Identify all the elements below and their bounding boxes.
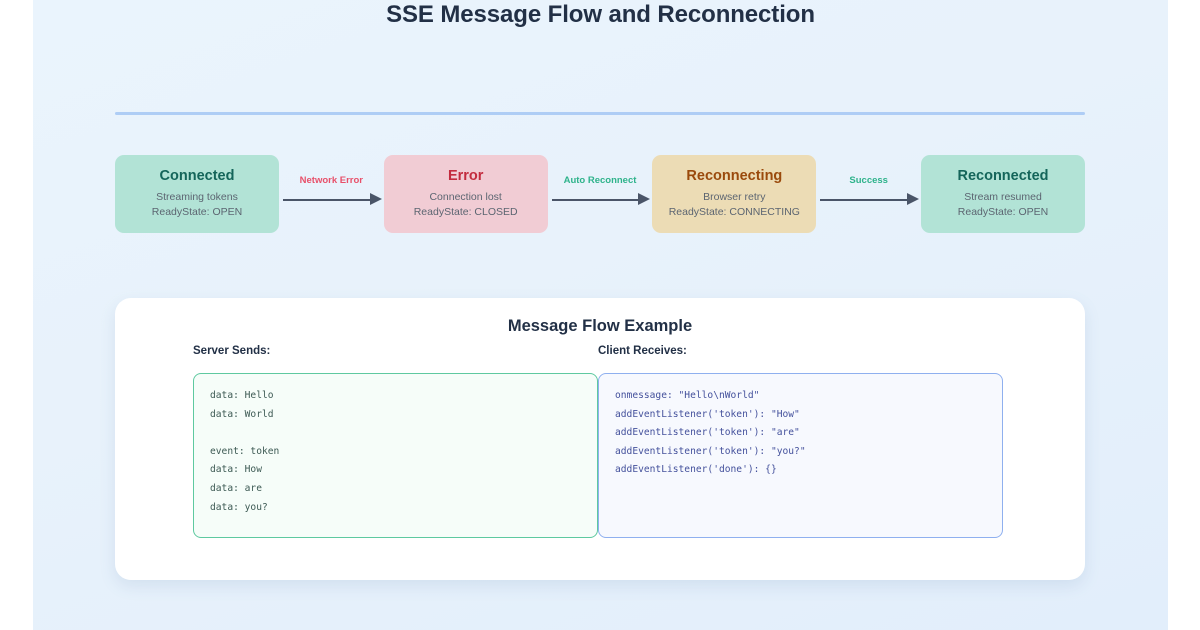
arrow-head-icon [907,193,920,205]
flow-node-reconnecting: Reconnecting Browser retry ReadyState: C… [652,155,817,233]
flow-node-detail: Stream resumed [964,191,1042,203]
flow-arrow-auto-reconnect: Auto Reconnect [548,174,653,214]
flow-arrow-label: Auto Reconnect [563,175,637,186]
flow-node-readystate: ReadyState: OPEN [957,206,1049,218]
flow-node-detail: Streaming tokens [156,191,238,203]
header-divider [115,112,1085,115]
page-title: SSE Message Flow and Reconnection [386,1,815,28]
server-sends-code-block: data: Hello data: World event: token dat… [193,373,598,538]
client-receives-code-block: onmessage: "Hello\nWorld" addEventListen… [598,373,1003,538]
flow-node-title: Reconnected [957,168,1049,184]
card-title: Message Flow Example [507,317,693,335]
flow-node-detail: Browser retry [703,191,766,203]
arrow-line-icon [820,199,909,201]
state-flow-diagram: Connected Streaming tokens ReadyState: O… [115,153,1086,235]
flow-node-readystate: ReadyState: CLOSED [413,206,518,218]
flow-node-connected: Connected Streaming tokens ReadyState: O… [115,155,279,233]
client-receives-heading: Client Receives: [598,345,687,357]
example-columns: Server Sends: data: Hello data: World ev… [115,344,1085,538]
client-receives-column: Client Receives: onmessage: "Hello\nWorl… [598,344,1003,538]
server-sends-column: Server Sends: data: Hello data: World ev… [193,344,598,538]
flow-arrow-network-error: Network Error [279,174,384,214]
flow-arrow-label: Network Error [299,175,364,186]
flow-node-reconnected: Reconnected Stream resumed ReadyState: O… [921,155,1086,233]
flow-arrow-label: Success [849,175,888,186]
flow-node-title: Error [447,168,484,184]
flow-node-readystate: ReadyState: CONNECTING [668,206,800,218]
page-container: SSE Message Flow and Reconnection Connec… [33,0,1168,630]
message-flow-example-card: Message Flow Example Server Sends: data:… [115,298,1085,580]
flow-arrow-success: Success [816,174,921,214]
arrow-head-icon [369,193,382,205]
flow-node-detail: Connection lost [429,191,502,203]
flow-node-title: Connected [159,168,235,184]
flow-node-error: Error Connection lost ReadyState: CLOSED [383,155,548,233]
arrow-line-icon [283,199,371,201]
server-sends-heading: Server Sends: [193,345,271,357]
arrow-line-icon [551,199,640,201]
flow-node-title: Reconnecting [686,168,783,184]
arrow-head-icon [638,193,651,205]
flow-node-readystate: ReadyState: OPEN [151,206,243,218]
